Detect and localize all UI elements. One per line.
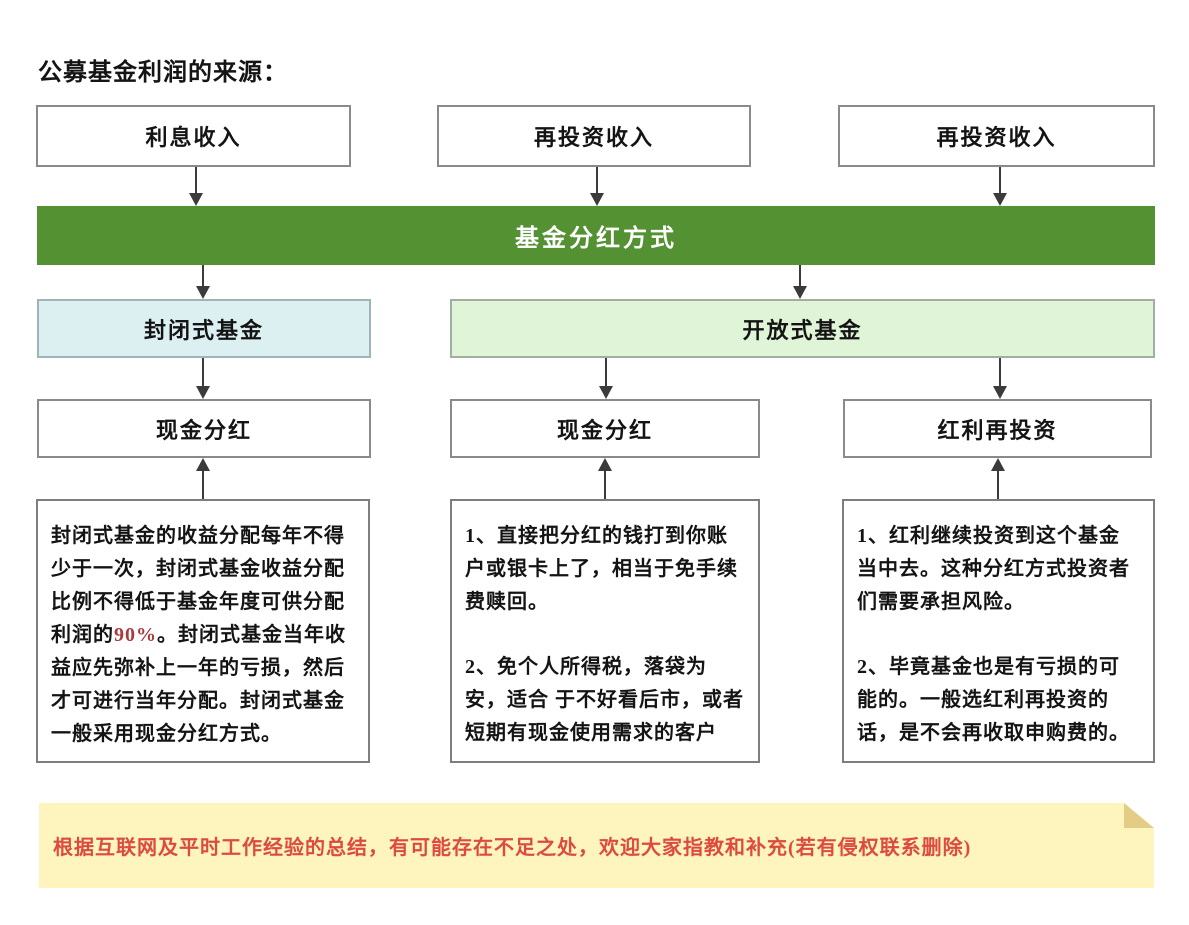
arrow-up-icon — [991, 458, 1005, 499]
arrow-up-icon — [598, 458, 612, 499]
income-box-reinvest-2: 再投资收入 — [838, 105, 1155, 167]
folded-corner-icon — [1124, 803, 1154, 828]
closed-fund-box: 封闭式基金 — [37, 299, 371, 358]
income-box-reinvest-2-label: 再投资收入 — [936, 125, 1057, 150]
cash-dividend-box-closed-label: 现金分红 — [155, 417, 252, 443]
page-title: 公募基金利润的来源： — [38, 60, 288, 86]
arrow-down-icon — [196, 265, 210, 299]
income-box-interest-label: 利息收入 — [145, 125, 242, 150]
income-box-reinvest-1-label: 再投资收入 — [533, 125, 654, 150]
closed-fund-detail-text: 封闭式基金的收益分配每年不得少于一次，封闭式基金收益分配比例不得低于基金年度可供… — [51, 520, 355, 751]
cash-dividend-box-open-label: 现金分红 — [556, 417, 653, 443]
reinvest-detail-item-2: 2、毕竟基金也是有亏损的可能的。一般选红利再投资的话，是不会再收取申购费的。 — [857, 656, 1130, 744]
dividend-method-bar-label: 基金分红方式 — [515, 226, 677, 252]
arrow-down-icon — [993, 358, 1007, 399]
dividend-reinvest-box-label: 红利再投资 — [937, 417, 1058, 443]
arrow-down-icon — [189, 167, 203, 206]
cash-dividend-box-closed: 现金分红 — [37, 399, 371, 458]
closed-fund-detail-post: 。封闭式基金当年收益应先弥补上一年的亏损，然后才可进行当年分配。封闭式基金一般采… — [51, 624, 346, 745]
income-box-reinvest-1: 再投资收入 — [437, 105, 751, 167]
note-text: 根据互联网及平时工作经验的总结，有可能存在不足之处，欢迎大家指教和补充(若有侵权… — [53, 837, 972, 859]
cash-dividend-detail-item-1: 1、直接把分红的钱打到你账户或银卡上了，相当于免手续费赎回。 — [465, 525, 738, 613]
arrow-down-icon — [590, 167, 604, 206]
closed-fund-box-label: 封闭式基金 — [143, 317, 264, 343]
arrow-up-icon — [196, 458, 210, 499]
cash-dividend-detail: 1、直接把分红的钱打到你账户或银卡上了，相当于免手续费赎回。 2、免个人所得税，… — [450, 499, 760, 763]
arrow-down-icon — [793, 265, 807, 299]
arrow-down-icon — [993, 167, 1007, 206]
closed-fund-detail-highlight: 90% — [114, 624, 157, 646]
closed-fund-detail-pre: 封闭式基金的收益分配每年不得少于一次，封闭式基金收益分配比例不得低于基金年度可供… — [51, 525, 345, 646]
open-fund-box-label: 开放式基金 — [742, 317, 863, 343]
cash-dividend-box-open: 现金分红 — [450, 399, 760, 458]
open-fund-box: 开放式基金 — [450, 299, 1155, 358]
income-box-interest: 利息收入 — [36, 105, 351, 167]
note-box: 根据互联网及平时工作经验的总结，有可能存在不足之处，欢迎大家指教和补充(若有侵权… — [39, 803, 1154, 888]
dividend-reinvest-box: 红利再投资 — [843, 399, 1152, 458]
reinvest-detail: 1、红利继续投资到这个基金当中去。这种分红方式投资者们需要承担风险。 2、毕竟基… — [842, 499, 1155, 763]
arrow-down-icon — [599, 358, 613, 399]
arrow-down-icon — [196, 358, 210, 399]
reinvest-detail-item-1: 1、红利继续投资到这个基金当中去。这种分红方式投资者们需要承担风险。 — [857, 525, 1130, 613]
dividend-method-bar: 基金分红方式 — [37, 206, 1155, 265]
cash-dividend-detail-item-2: 2、免个人所得税，落袋为安，适合 于不好看后市，或者短期有现金使用需求的客户 — [465, 656, 744, 744]
closed-fund-detail: 封闭式基金的收益分配每年不得少于一次，封闭式基金收益分配比例不得低于基金年度可供… — [36, 499, 370, 763]
